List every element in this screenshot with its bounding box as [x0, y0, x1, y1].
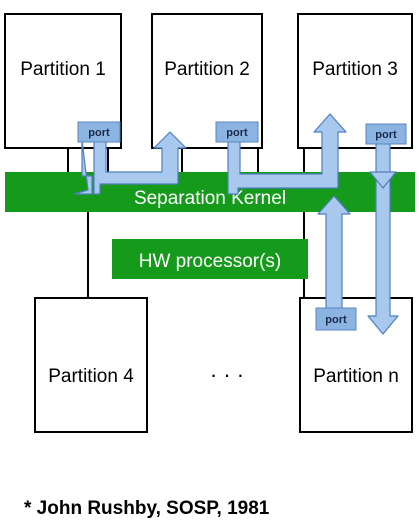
partition-4: Partition 4: [34, 297, 148, 433]
arrow-p2-to-p3: [227, 113, 347, 195]
hw-processor-label: HW processor(s): [139, 251, 282, 272]
port-partition-1-label: port: [88, 127, 110, 139]
port-partition-3: port: [365, 123, 407, 145]
port-partition-2-label: port: [226, 127, 248, 139]
arrow-p1-to-p2: [73, 131, 187, 195]
arrow-p3-down: [367, 139, 399, 335]
separation-kernel-label: Separation Kernel: [134, 188, 286, 209]
port-partition-2: port: [215, 121, 259, 143]
arrow-pn-up: [317, 195, 351, 313]
partition-4-label: Partition 4: [48, 366, 134, 387]
separation-kernel: Separation Kernel: [5, 172, 415, 212]
port-partition-3-label: port: [375, 129, 397, 141]
partition-1-label: Partition 1: [20, 59, 106, 80]
hw-processor: HW processor(s): [112, 239, 308, 279]
partition-3-label: Partition 3: [312, 59, 398, 80]
citation: * John Rushby, SOSP, 1981: [24, 498, 270, 519]
arrow-p3-down-stub: [369, 171, 397, 189]
partition-2-label: Partition 2: [164, 59, 250, 80]
port-partition-n-label: port: [325, 314, 347, 326]
port-partition-n: port: [315, 307, 357, 331]
ellipsis: · · ·: [210, 362, 244, 387]
partition-n-label: Partition n: [313, 366, 399, 387]
port-partition-1: port: [77, 121, 121, 143]
